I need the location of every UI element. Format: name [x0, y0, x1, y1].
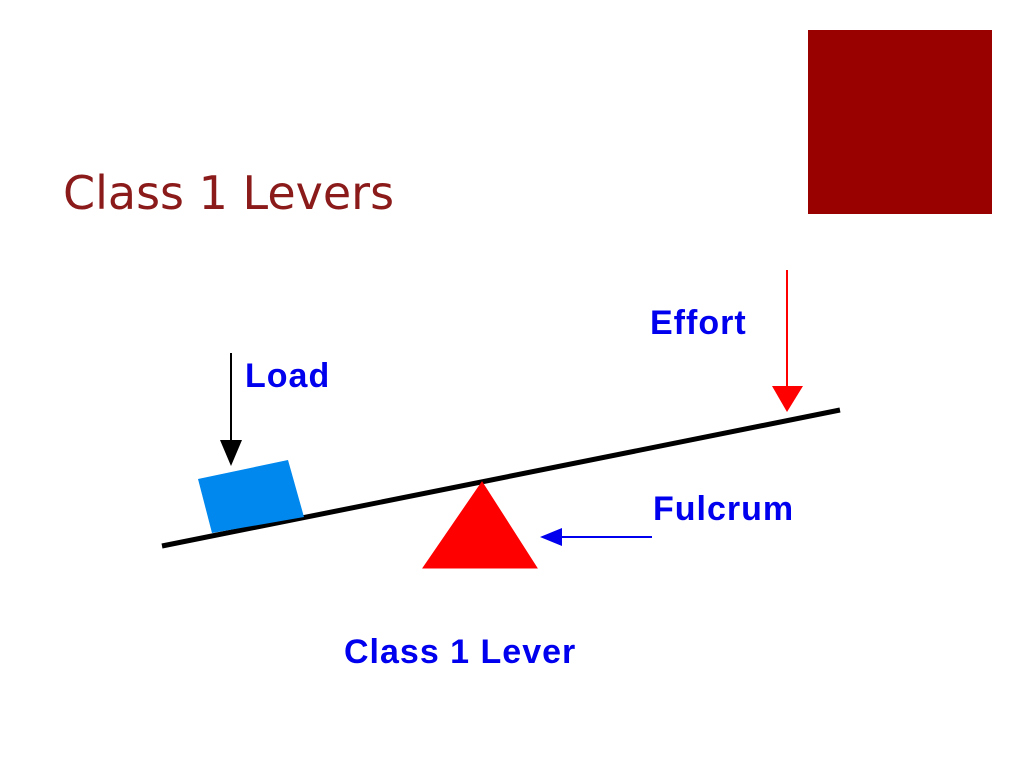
load-block	[198, 460, 304, 533]
accent-square	[808, 30, 992, 214]
label-effort: Effort	[650, 304, 747, 342]
fulcrum-arrow-head	[540, 528, 562, 546]
fulcrum-triangle	[422, 481, 538, 569]
diagram-caption: Class 1 Lever	[344, 633, 576, 671]
label-load: Load	[245, 357, 330, 395]
label-fulcrum: Fulcrum	[653, 490, 794, 528]
load-arrow-head	[220, 440, 242, 466]
effort-arrow-head	[772, 386, 803, 412]
lever-beam	[161, 407, 841, 549]
slide-title: Class 1 Levers	[63, 166, 395, 220]
